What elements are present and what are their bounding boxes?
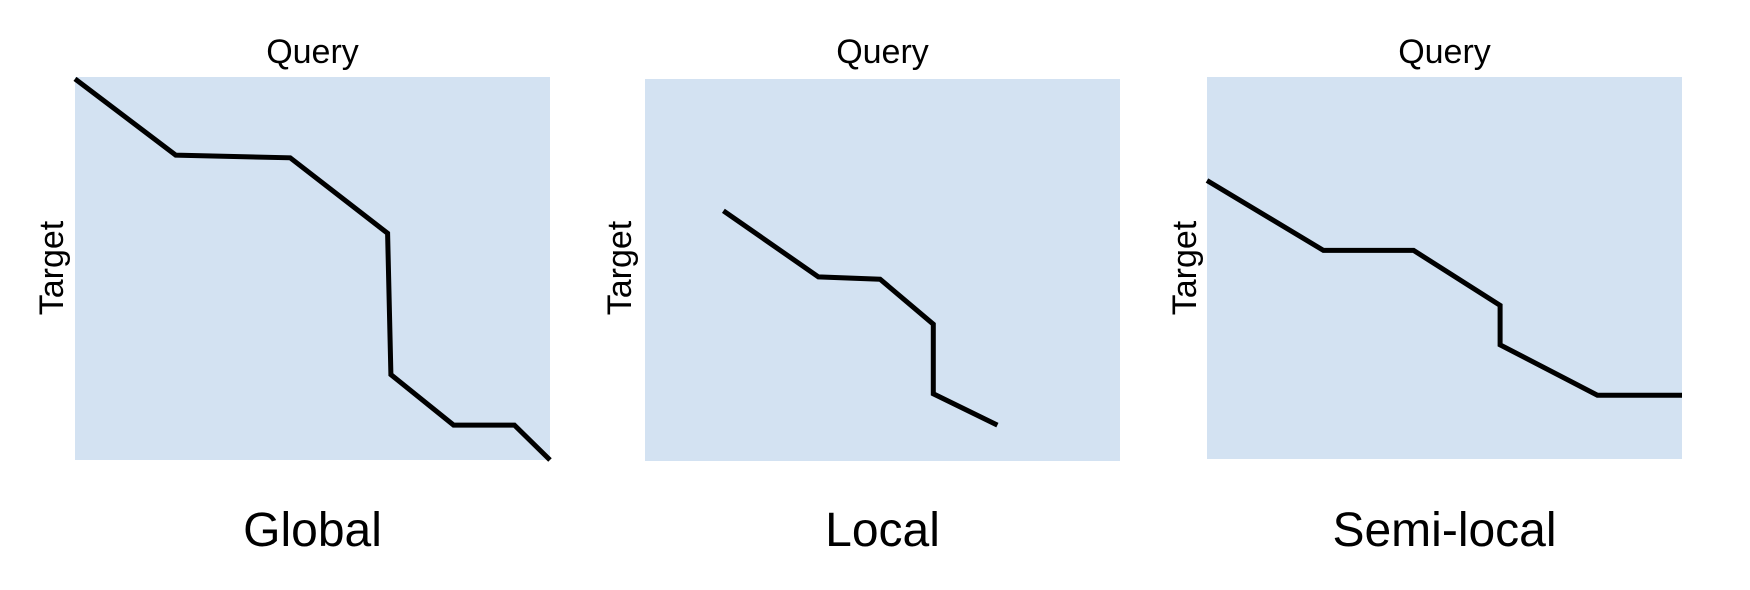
panel-caption: Local — [825, 504, 940, 557]
plot-area-local — [645, 79, 1120, 461]
target-axis-label: Target — [1166, 220, 1204, 316]
plot-global — [73, 76, 552, 462]
query-axis-label: Query — [836, 33, 929, 71]
panel-semi-local: Query Target Semi-local — [1133, 0, 1693, 590]
alignment-path-semi-local — [1205, 178, 1682, 398]
plot-local — [645, 79, 1120, 461]
panel-local: Query Target Local — [568, 0, 1128, 590]
target-axis-label: Target — [33, 220, 71, 316]
panel-global: Query Target Global — [0, 0, 560, 590]
alignment-path-global — [73, 76, 552, 462]
query-axis-label: Query — [1398, 33, 1491, 71]
query-axis-label: Query — [266, 33, 359, 71]
panel-caption: Global — [243, 504, 382, 557]
panel-caption: Semi-local — [1332, 504, 1557, 557]
alignment-path-local — [721, 208, 999, 428]
target-axis-label: Target — [601, 220, 639, 316]
plot-semi-local — [1205, 77, 1682, 459]
